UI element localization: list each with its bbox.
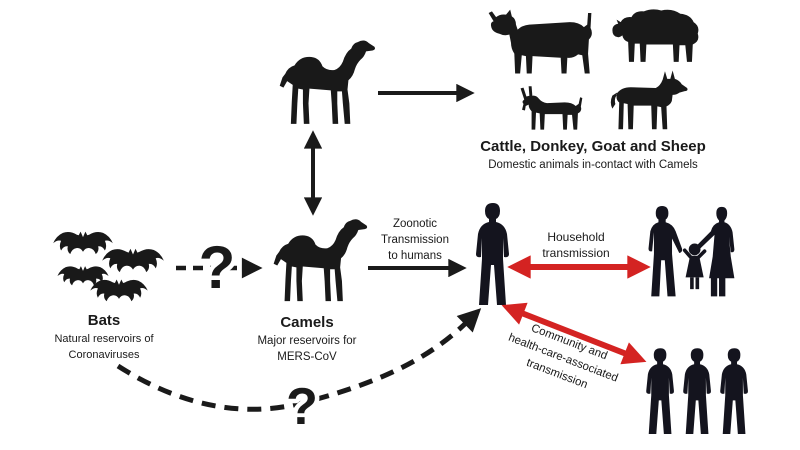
family-icon: [649, 206, 735, 296]
camels-subtitle-line2: MERS-CoV: [277, 351, 337, 363]
crowd-group: [646, 348, 748, 435]
camels-title: Camels: [280, 314, 333, 331]
domestic-animals-group: Cattle, Donkey, Goat and Sheep Domestic …: [480, 9, 706, 171]
household-label-line1: Household: [547, 230, 604, 244]
community-transmission-group: Community and health-care-associated tra…: [501, 302, 647, 391]
community-transmission-arrow: [501, 302, 647, 365]
bats-group: Bats Natural reservoirs of Coronaviruses: [53, 231, 164, 361]
cattle-icon: [488, 9, 592, 74]
human-icon: [476, 203, 509, 305]
household-transmission-group: Household transmission: [507, 230, 651, 279]
household-label-line2: transmission: [542, 246, 609, 260]
camels-group: Camels Major reservoirs for MERS-CoV: [257, 219, 368, 363]
zoonotic-label-line2: Transmission: [381, 234, 449, 246]
question-mark: ?: [286, 378, 318, 436]
domestic-animals-subtitle: Domestic animals in-contact with Camels: [488, 159, 698, 171]
bats-to-human-dashed-arrow: [116, 308, 482, 412]
zoonotic-label-line3: to humans: [388, 250, 442, 262]
camel-icon: [279, 40, 376, 124]
sheep-icon: [612, 9, 699, 62]
bats-subtitle-line1: Natural reservoirs of: [54, 333, 154, 345]
question-mark: ?: [199, 234, 236, 301]
bat-icon: [102, 248, 164, 273]
camels-subtitle-line1: Major reservoirs for: [257, 335, 356, 347]
bat-icon: [53, 231, 113, 255]
person-icon: [683, 348, 711, 435]
goat-icon: [520, 86, 583, 130]
bats-title: Bats: [88, 312, 121, 329]
person-icon: [646, 348, 674, 435]
bat-icon: [90, 279, 148, 302]
domestic-animals-title: Cattle, Donkey, Goat and Sheep: [480, 138, 706, 155]
person-icon: [720, 348, 748, 435]
zoonotic-label-line1: Zoonotic: [393, 218, 437, 230]
bats-subtitle-line2: Coronaviruses: [69, 349, 140, 361]
camel-icon: [273, 219, 368, 302]
zoonotic-transmission-group: Zoonotic Transmission to humans: [368, 218, 467, 278]
donkey-icon: [610, 70, 688, 130]
